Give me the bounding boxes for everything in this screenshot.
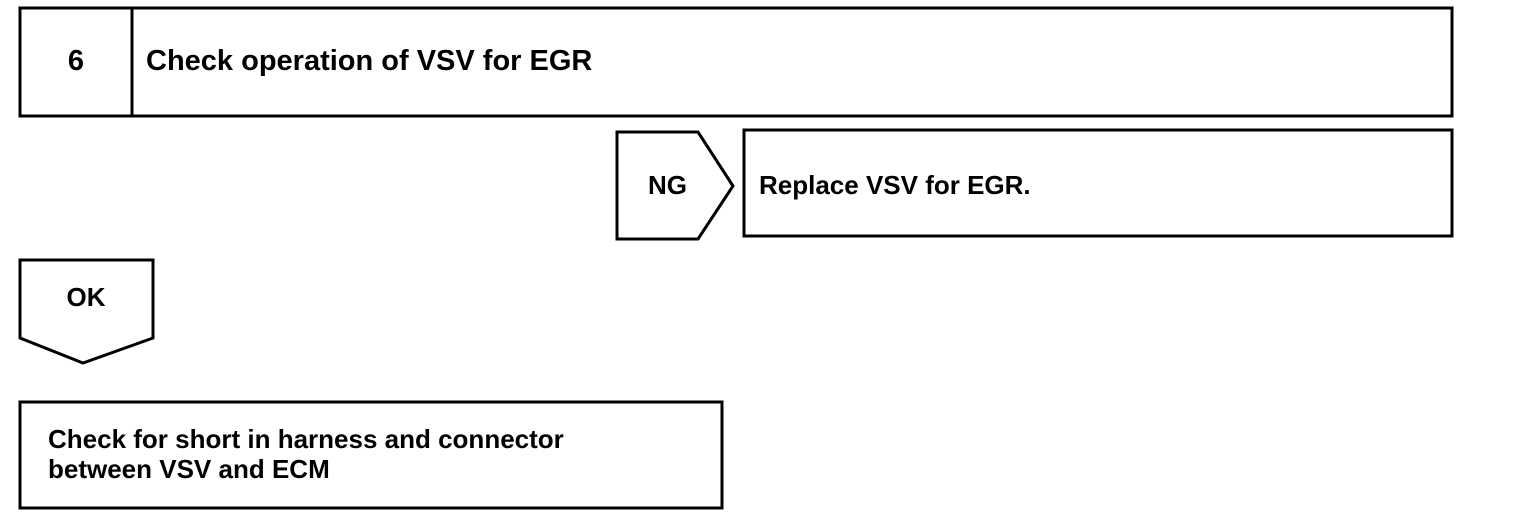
next-check-line-1: Check for short in harness and connector [48,424,564,454]
step-title: Check operation of VSV for EGR [146,45,593,77]
ng-arrow-shape [615,130,735,241]
next-check-text: Check for short in harness and connector… [48,424,708,484]
step-box [18,6,1454,118]
next-check-line-2: between VSV and ECM [48,454,330,484]
ok-label: OK [66,282,106,312]
ok-arrow-shape [18,258,155,365]
next-check-box [18,400,724,510]
ng-action-text: Replace VSV for EGR. [759,170,1031,200]
step-number: 6 [67,45,85,77]
ng-label: NG [648,170,687,200]
ng-action-box [742,128,1454,238]
